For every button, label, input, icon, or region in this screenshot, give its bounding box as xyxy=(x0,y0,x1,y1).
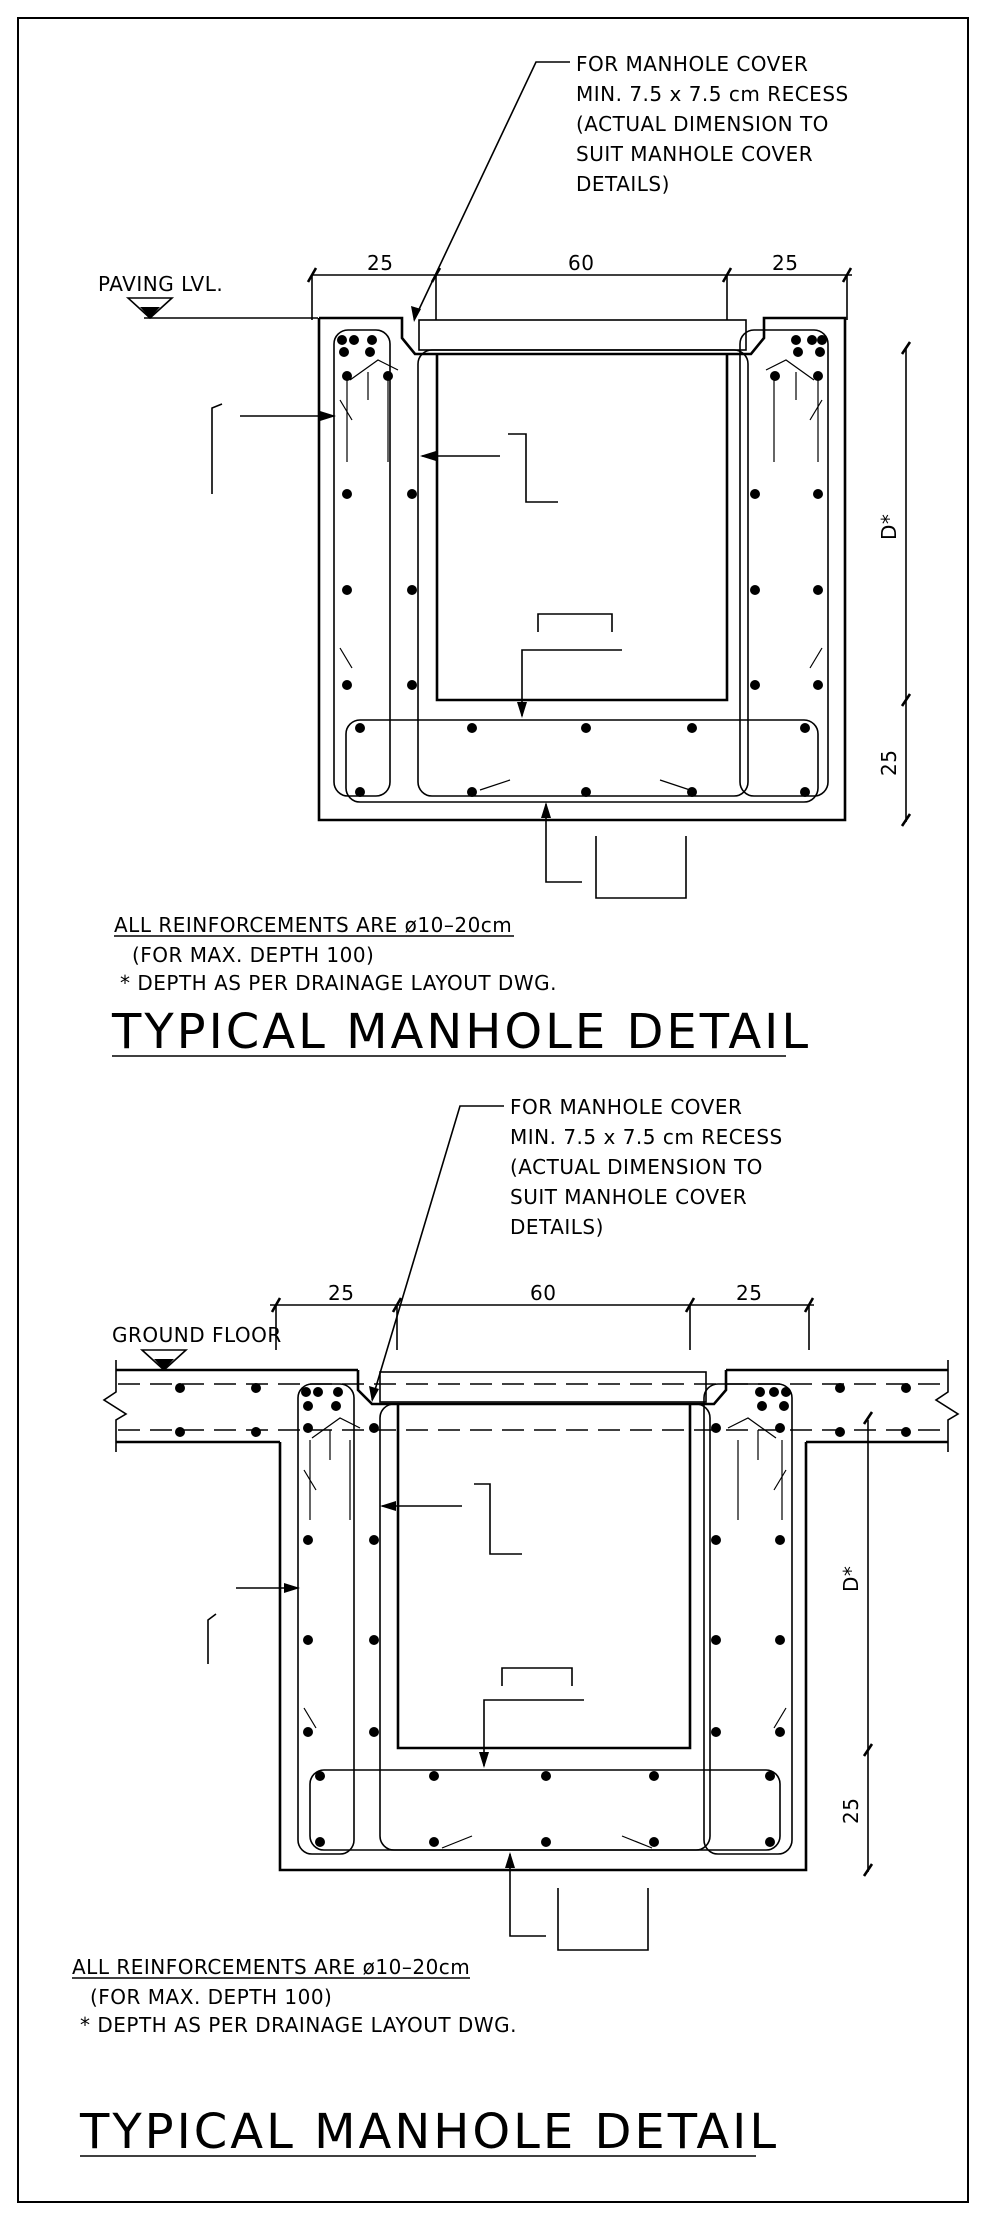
rebar-dots xyxy=(301,1387,791,1847)
detail-1-paving: FOR MANHOLE COVER MIN. 7.5 x 7.5 cm RECE… xyxy=(98,52,912,1060)
cover-note-line-3: (ACTUAL DIMENSION TO xyxy=(576,112,829,136)
cover-note-line-5: DETAILS) xyxy=(510,1215,604,1239)
cover-note-line-4: SUIT MANHOLE COVER xyxy=(510,1185,747,1209)
dim-depth: D* xyxy=(877,514,901,540)
note-depth-star: * DEPTH AS PER DRAINAGE LAYOUT DWG. xyxy=(120,971,557,995)
dim-mid: 60 xyxy=(568,251,594,275)
concrete-outline xyxy=(278,1370,808,1872)
concrete-outline xyxy=(317,316,847,822)
reinforcement xyxy=(333,329,829,803)
cover-note-line-1: FOR MANHOLE COVER xyxy=(576,52,808,76)
cover-note-line-2: MIN. 7.5 x 7.5 cm RECESS xyxy=(576,82,849,106)
cover-note: FOR MANHOLE COVER MIN. 7.5 x 7.5 cm RECE… xyxy=(576,52,849,196)
note-max-depth: (FOR MAX. DEPTH 100) xyxy=(90,1985,332,2009)
cover-note-line-5: DETAILS) xyxy=(576,172,670,196)
depth-dimension: D* 25 xyxy=(839,1411,874,1877)
detail-2-ground-floor: FOR MANHOLE COVER MIN. 7.5 x 7.5 cm RECE… xyxy=(72,1095,960,2160)
level-label: PAVING LVL. xyxy=(98,272,223,296)
dim-left: 25 xyxy=(367,251,393,275)
note-depth-star: * DEPTH AS PER DRAINAGE LAYOUT DWG. xyxy=(80,2013,517,2037)
cover-note-line-3: (ACTUAL DIMENSION TO xyxy=(510,1155,763,1179)
top-dimension: 25 60 25 xyxy=(270,1281,815,1350)
cover-leader xyxy=(369,1105,504,1402)
sheet-border xyxy=(17,17,969,2203)
dim-mid: 60 xyxy=(530,1281,556,1305)
notes: ALL REINFORCEMENTS ARE ø10–20cm (FOR MAX… xyxy=(72,1955,779,2160)
cover-note-line-4: SUIT MANHOLE COVER xyxy=(576,142,813,166)
notes: ALL REINFORCEMENTS ARE ø10–20cm (FOR MAX… xyxy=(111,913,811,1060)
bar-callouts xyxy=(211,403,687,899)
dim-left: 25 xyxy=(328,1281,354,1305)
dim-right: 25 xyxy=(772,251,798,275)
rebar-dots xyxy=(337,335,827,797)
note-max-depth: (FOR MAX. DEPTH 100) xyxy=(132,943,374,967)
bar-callouts xyxy=(207,1483,649,1951)
note-reinforcement: ALL REINFORCEMENTS ARE ø10–20cm xyxy=(72,1955,470,1979)
floor-slab xyxy=(102,1360,960,1452)
cover-leader xyxy=(411,61,570,322)
top-dimension: 25 60 25 xyxy=(306,251,853,320)
detail-title: TYPICAL MANHOLE DETAIL xyxy=(111,1004,811,1060)
level-label: GROUND FLOOR xyxy=(112,1323,282,1347)
cover-note: FOR MANHOLE COVER MIN. 7.5 x 7.5 cm RECE… xyxy=(510,1095,783,1239)
ground-floor-marker: GROUND FLOOR xyxy=(112,1323,282,1372)
detail-title: TYPICAL MANHOLE DETAIL xyxy=(79,2104,779,2160)
dim-depth: D* xyxy=(839,1566,863,1592)
dim-right: 25 xyxy=(736,1281,762,1305)
paving-level-marker: PAVING LVL. xyxy=(98,272,318,320)
cover-note-line-1: FOR MANHOLE COVER xyxy=(510,1095,742,1119)
cover-note-line-2: MIN. 7.5 x 7.5 cm RECESS xyxy=(510,1125,783,1149)
depth-dimension: D* 25 xyxy=(877,341,912,827)
dim-base: 25 xyxy=(839,1798,863,1824)
note-reinforcement: ALL REINFORCEMENTS ARE ø10–20cm xyxy=(114,913,512,937)
dim-base: 25 xyxy=(877,750,901,776)
reinforcement xyxy=(297,1383,793,1855)
